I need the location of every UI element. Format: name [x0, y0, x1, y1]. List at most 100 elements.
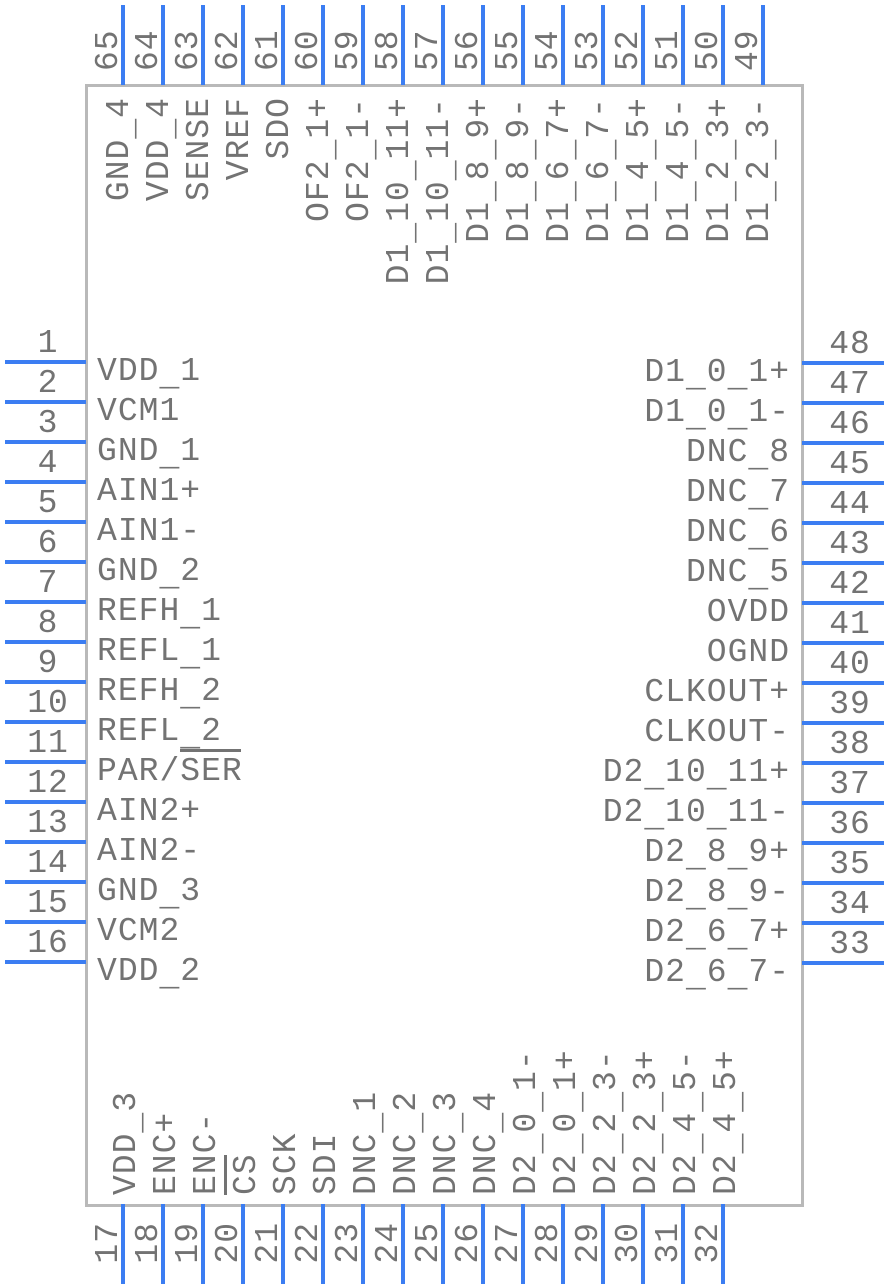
underscore-glyph: _ — [180, 637, 202, 675]
pin-number-39: 39 — [829, 685, 871, 723]
pin-label-50: D1_2_3+ — [700, 97, 743, 243]
pin-number-36: 36 — [829, 805, 871, 843]
pin-number-65: 65 — [89, 29, 127, 71]
underscore-glyph: _ — [712, 1090, 750, 1112]
pin-number-29: 29 — [569, 1222, 607, 1264]
underscore-glyph: _ — [545, 138, 583, 160]
pin-label-57: D1_10_11- — [420, 97, 463, 285]
pin-line-5 — [5, 520, 86, 524]
pin-label-33: D2_6_7- — [644, 953, 790, 996]
underscore-glyph: _ — [748, 558, 770, 596]
pin-line-46 — [802, 441, 884, 445]
pin-number-38: 38 — [829, 725, 871, 763]
pin-line-23 — [361, 1204, 365, 1284]
pin-label-63: SENSE — [180, 97, 218, 202]
pin-line-22 — [321, 1204, 325, 1284]
pin-number-4: 4 — [37, 444, 59, 482]
underscore-glyph: _ — [748, 438, 770, 476]
pin-line-34 — [802, 921, 884, 925]
underscore-glyph: _ — [727, 878, 749, 916]
pin-label-61: SDO — [260, 97, 298, 160]
pin-line-53 — [601, 5, 605, 85]
pin-number-37: 37 — [829, 765, 871, 803]
underscore-glyph: _ — [465, 180, 503, 202]
pin-line-51 — [681, 5, 685, 85]
pin-line-20 — [241, 1204, 245, 1284]
underscore-glyph: _ — [705, 180, 743, 202]
pin-label-47: D1_0_1- — [644, 393, 790, 436]
pin-line-32 — [721, 1204, 725, 1284]
pin-line-21 — [281, 1204, 285, 1284]
underscore-glyph: _ — [505, 180, 543, 202]
underscore-glyph: _ — [512, 1090, 550, 1112]
pin-number-5: 5 — [37, 484, 59, 522]
pin-line-28 — [561, 1204, 565, 1284]
underscore-glyph: _ — [632, 1090, 670, 1112]
pin-line-57 — [441, 5, 445, 85]
pin-label-60: OF2_1+ — [300, 97, 343, 222]
pin-label-65: GND_4 — [100, 97, 143, 202]
pin-line-41 — [802, 641, 884, 645]
pin-number-14: 14 — [27, 844, 69, 882]
pin-line-54 — [561, 5, 565, 85]
pin-number-31: 31 — [649, 1222, 687, 1264]
pin-number-50: 50 — [689, 29, 727, 71]
pin-number-27: 27 — [489, 1222, 527, 1264]
pin-label-56: D1_8_9+ — [460, 97, 503, 243]
underscore-glyph: _ — [727, 358, 749, 396]
pin-label-52: D1_4_5+ — [620, 97, 663, 243]
underscore-glyph: _ — [159, 357, 181, 395]
pin-number-16: 16 — [27, 924, 69, 962]
pin-number-61: 61 — [249, 29, 287, 71]
underscore-glyph: _ — [748, 518, 770, 556]
pin-label-58: D1_10_11+ — [380, 97, 423, 285]
pin-number-51: 51 — [649, 29, 687, 71]
pin-number-63: 63 — [169, 29, 207, 71]
underscore-glyph: _ — [592, 1090, 630, 1112]
pin-line-38 — [802, 761, 884, 765]
pin-line-43 — [802, 561, 884, 565]
underscore-glyph: _ — [505, 138, 543, 160]
pin-line-3 — [5, 440, 86, 444]
pin-label-6: GND_2 — [97, 552, 202, 595]
pin-label-23: DNC_1 — [347, 1090, 390, 1195]
pin-number-26: 26 — [449, 1222, 487, 1264]
underscore-glyph: _ — [159, 877, 181, 915]
pin-line-17 — [121, 1204, 125, 1284]
pin-line-49 — [761, 5, 765, 85]
underscore-glyph: _ — [706, 758, 728, 796]
underscore-glyph: _ — [159, 437, 181, 475]
underscore-glyph: _ — [748, 478, 770, 516]
underscore-glyph: _ — [472, 1111, 510, 1133]
pin-number-19: 19 — [169, 1222, 207, 1264]
underscore-glyph: _ — [625, 138, 663, 160]
underscore-glyph: _ — [706, 798, 728, 836]
pin-label-19: ENC- — [187, 1111, 225, 1195]
pin-number-40: 40 — [829, 645, 871, 683]
pin-number-30: 30 — [609, 1222, 647, 1264]
pin-line-19 — [201, 1204, 205, 1284]
pin-number-8: 8 — [37, 604, 59, 642]
pin-label-39: CLKOUT- — [644, 713, 790, 751]
pin-number-53: 53 — [569, 29, 607, 71]
pin-number-6: 6 — [37, 524, 59, 562]
overline-segment: CS — [227, 1153, 265, 1195]
pin-label-18: ENC+ — [147, 1111, 185, 1195]
pin-line-62 — [241, 5, 245, 85]
pin-number-34: 34 — [829, 885, 871, 923]
pin-label-51: D1_4_5- — [660, 97, 703, 243]
pin-label-21: SCK — [267, 1132, 305, 1195]
pin-label-28: D2_0_1+ — [547, 1049, 590, 1195]
underscore-glyph: _ — [159, 557, 181, 595]
underscore-glyph: _ — [745, 180, 783, 202]
pin-label-24: DNC_2 — [387, 1090, 430, 1195]
underscore-glyph: _ — [180, 597, 202, 635]
underscore-glyph: _ — [685, 918, 707, 956]
underscore-glyph: _ — [385, 221, 423, 243]
pin-number-7: 7 — [37, 564, 59, 602]
pin-line-16 — [5, 960, 86, 964]
underscore-glyph: _ — [625, 180, 663, 202]
pin-number-47: 47 — [829, 365, 871, 403]
pin-label-38: D2_10_11+ — [602, 753, 790, 796]
pin-label-40: CLKOUT+ — [644, 673, 790, 711]
